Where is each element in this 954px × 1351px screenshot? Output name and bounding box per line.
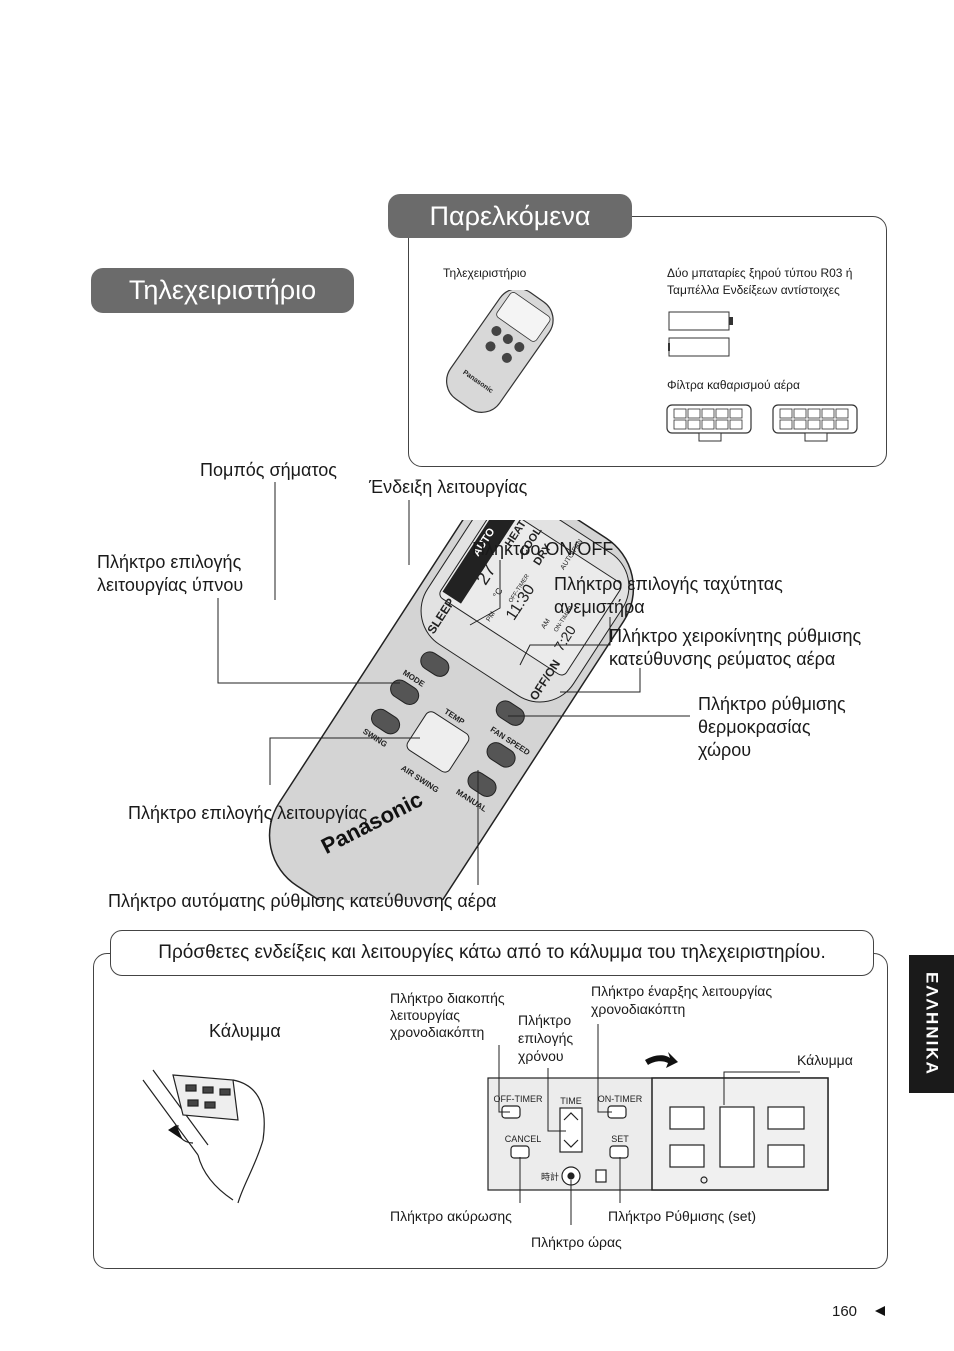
language-tab-label: ΕΛΛΗΝΙΚΑ [922,972,942,1076]
callout-ontimer-1: Πλήκτρο έναρξης λειτουργίας [591,983,773,999]
onoff-button[interactable] [493,697,528,728]
fanspeed-button[interactable] [484,739,519,770]
callout-time-3: χρόνου [518,1048,564,1064]
filter-icon-left [666,404,752,442]
callout-indicator: Ένδειξη λειτουργίας [369,477,528,497]
battery-icon [668,311,733,357]
extra-heading: Πρόσθετες ενδείξεις και λειτουργίες κάτω… [110,930,874,976]
mode-button[interactable] [387,677,422,708]
btn-offtimer-label: OFF-TIMER [494,1094,543,1104]
callout-temp-1: Πλήκτρο ρύθμισης [698,694,846,714]
callout-sleep-1: Πλήκτρο επιλογής [97,552,242,572]
accessories-heading: Παρελκόμενα [388,194,632,238]
callout-temp-3: χώρου [698,740,752,760]
remote-control-image: AUTO HEAT COOL DRY AUTO FAN 27 °C OFF-TI… [268,520,635,900]
page-arrow-icon [875,1306,885,1316]
accessory-remote-label: Τηλεχειριστήριο [443,266,527,280]
accessory-batteries-label-2: Ταμπέλλα Ενδείξεων αντίστοιχες [667,283,840,297]
remote-am-label: AM [540,618,552,631]
callout-set: Πλήκτρο Ρύθμισης (set) [608,1208,757,1224]
callout-ontimer-2: χρονοδιακόπτη [591,1001,686,1017]
small-remote-image: Panasonic [446,290,554,413]
callout-onoff: Πλήκτρο ON/OFF [472,539,614,559]
callout-manual-2: κατεύθυνσης ρεύματος αέρα [609,649,836,669]
temp-button[interactable] [405,709,471,774]
cover-label-right: Κάλυμμα [797,1052,853,1068]
cover-label-left: Κάλυμμα [209,1021,281,1041]
callout-time-1: Πλήκτρο [518,1012,572,1028]
callout-sleep-2: λειτουργίας ύπνου [97,575,244,595]
btn-clock-label: 時計 [541,1171,559,1182]
swing-button[interactable] [368,706,403,737]
accessories-panel [408,216,887,467]
btn-set-label: SET [611,1134,629,1144]
language-tab: ΕΛΛΗΝΙΚΑ [909,955,954,1093]
filter-icon-right [772,404,858,442]
remote-heading: Τηλεχειριστήριο [91,268,354,313]
callout-manual-1: Πλήκτρο χειροκίνητης ρύθμισης [609,626,862,646]
btn-time-label: TIME [560,1096,582,1106]
remote-pm-label: PM [485,610,497,623]
cover-opening-image [142,1069,265,1204]
callout-transmitter: Πομπός σήματος [200,460,337,480]
accessory-filters-label: Φίλτρα καθαρισμού αέρα [667,378,800,392]
callout-offtimer-2: λειτουργίας [390,1007,461,1023]
callout-offtimer-1: Πλήκτρο διακοπής [390,990,505,1006]
callout-fan-1: Πλήκτρο επιλογής ταχύτητας [554,574,783,594]
btn-ontimer-label: ON-TIMER [598,1094,643,1104]
under-cover-diagram: OFF-TIMER TIME ON-TIMER CANCEL SET 時計 [487,1052,829,1191]
callout-cancel: Πλήκτρο ακύρωσης [390,1208,512,1224]
page-number: 160 [832,1303,858,1320]
callout-fan-2: ανεμιστήρα [554,597,645,617]
callout-clock: Πλήκτρο ώρας [531,1234,622,1250]
manual-button[interactable] [465,769,500,800]
callout-mode: Πλήκτρο επιλογής λειτουργίας [128,803,368,823]
callout-swing: Πλήκτρο αυτόματης ρύθμισης κατεύθυνσης α… [108,891,497,911]
sleep-button[interactable] [417,648,452,679]
callout-temp-2: θερμοκρασίας [698,717,811,737]
btn-cancel-label: CANCEL [505,1134,542,1144]
accessory-batteries-label-1: Δύο μπαταρίες ξηρού τύπου R03 ή [667,266,853,280]
callout-time-2: επιλογής [518,1030,574,1046]
callout-offtimer-3: χρονοδιακόπτη [390,1024,485,1040]
